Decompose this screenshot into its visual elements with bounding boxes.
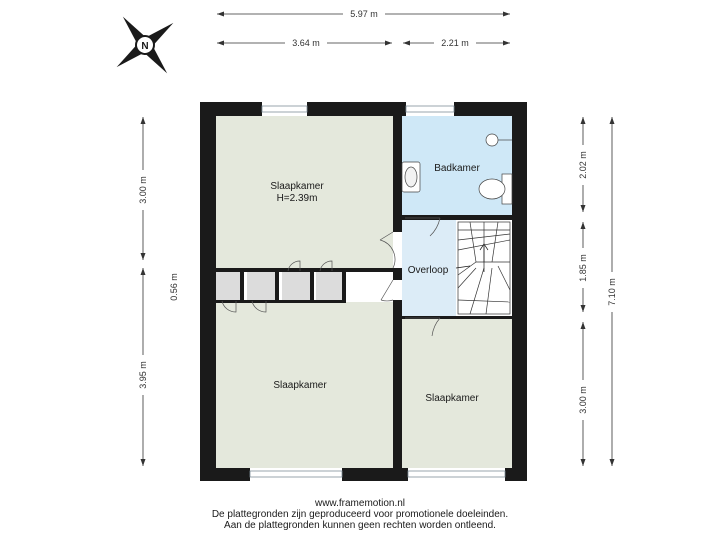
door-closet-3 xyxy=(287,260,301,272)
dim-total-height: 7.10 m xyxy=(607,278,617,306)
closet-2 xyxy=(247,272,275,300)
bedroom-bottom-left-area xyxy=(216,302,393,468)
shower-icon xyxy=(485,133,499,147)
dimension-right-top: 2.02 m xyxy=(577,117,589,212)
window-bottom-left xyxy=(249,470,343,478)
toilet-icon xyxy=(478,178,506,200)
door-top-bedroom xyxy=(379,231,396,269)
closet-4 xyxy=(316,272,342,300)
dim-left-top: 3.00 m xyxy=(138,176,148,204)
dim-left-middle: 0.56 m xyxy=(169,273,179,301)
room-height-bedroom-top: H=2.39m xyxy=(277,193,318,204)
footer-website: www.framemotion.nl xyxy=(314,498,406,509)
door-bottom-left-bedroom xyxy=(380,279,394,302)
bedroom-bottom-right-area xyxy=(402,319,512,468)
staircase xyxy=(455,221,511,315)
doors xyxy=(221,217,441,337)
dim-left-bottom: 3.95 m xyxy=(138,361,148,389)
walls xyxy=(200,102,527,481)
dim-left-width: 3.64 m xyxy=(292,38,320,48)
room-label-bedroom-bottom-right: Slaapkamer xyxy=(425,393,479,404)
dim-right-top: 2.02 m xyxy=(578,151,588,179)
bedroom-top-area xyxy=(216,116,393,268)
closet-1 xyxy=(216,272,240,300)
window-top-right xyxy=(405,105,455,113)
dimension-left-bottom: 3.95 m xyxy=(137,268,149,466)
room-label-landing: Overloop xyxy=(408,265,449,276)
room-label-bedroom-top: Slaapkamer xyxy=(270,181,324,192)
door-closet-2 xyxy=(251,300,267,313)
bathroom-fixtures xyxy=(401,133,513,205)
footer-disclaimer-line1: De plattegronden zijn geproduceerd voor … xyxy=(211,509,509,520)
dimension-total-width: 5.97 m xyxy=(217,8,510,20)
landing-area xyxy=(402,220,456,316)
dim-right-width: 2.21 m xyxy=(441,38,469,48)
dimension-right-bottom: 3.00 m xyxy=(577,322,589,466)
window-bottom-right xyxy=(407,470,506,478)
dim-right-bottom: 3.00 m xyxy=(578,386,588,414)
dim-total-width: 5.97 m xyxy=(350,9,378,19)
closet-3 xyxy=(282,272,310,300)
dimension-right-width: 2.21 m xyxy=(403,37,510,49)
dimension-left-width: 3.64 m xyxy=(217,37,392,49)
dim-right-middle: 1.85 m xyxy=(578,254,588,282)
dimension-right-middle: 1.85 m xyxy=(577,222,589,312)
room-label-bathroom: Badkamer xyxy=(434,163,480,174)
footer-disclaimer-line2: Aan de plattegronden kunnen geen rechten… xyxy=(224,520,496,531)
dimension-left-top: 3.00 m xyxy=(137,117,149,260)
stairs-direction-arrow xyxy=(479,243,489,272)
closets xyxy=(216,272,342,300)
compass-north-icon: N xyxy=(116,16,174,74)
door-bottom-right-bedroom xyxy=(405,317,441,337)
window-top-left xyxy=(261,105,308,113)
door-closet-4 xyxy=(319,260,333,272)
compass-letter: N xyxy=(141,41,148,52)
door-bathroom xyxy=(405,217,441,237)
room-label-bedroom-bottom-left: Slaapkamer xyxy=(273,380,327,391)
dimension-total-height: 7.10 m xyxy=(606,117,618,466)
windows xyxy=(249,105,506,478)
door-closet-1 xyxy=(221,300,237,313)
